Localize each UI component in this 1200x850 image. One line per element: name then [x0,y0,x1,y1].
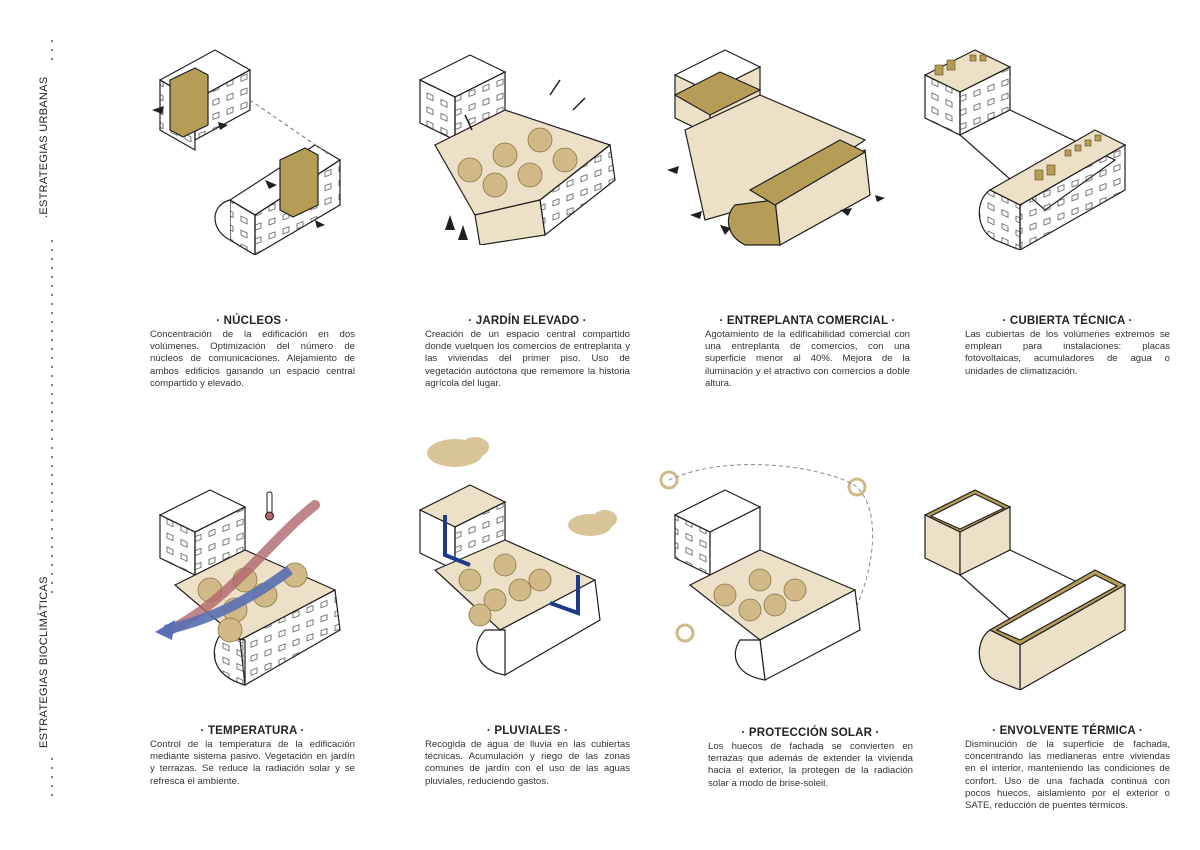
diagram-jardin-elevado [418,54,616,245]
title-entreplanta: ENTREPLANTA COMERCIAL [726,315,889,327]
title-cubierta: CUBIERTA TÉCNICA [1009,315,1126,327]
caption-nucleos-text: Concentración de la edificación en dos v… [150,329,355,389]
caption-pluviales-title: · PLUVIALES · [486,725,569,737]
cloud-icon [427,437,617,536]
title-proteccion: PROTECCIÓN SOLAR [748,727,873,739]
caption-entreplanta-title: · ENTREPLANTA COMERCIAL · [719,315,896,327]
thermometer-icon [266,491,273,515]
dotted-divider-bottom [51,758,53,803]
title-temperatura: TEMPERATURA [207,725,298,737]
caption-entreplanta-text: Agotamiento de la edificabilidad comerci… [705,329,910,389]
caption-cubierta: · CUBIERTA TÉCNICA · Las cubiertas de lo… [965,315,1170,378]
diagram-nucleos [152,49,342,255]
caption-entreplanta: · ENTREPLANTA COMERCIAL · Agotamiento de… [705,315,910,390]
caption-proteccion-text: Los huecos de fachada se convierten en t… [708,741,913,789]
caption-nucleos: · NÚCLEOS · Concentración de la edificac… [150,315,355,390]
caption-proteccion-title: · PROTECCIÓN SOLAR · [741,727,880,739]
diagram-cubierta-tecnica [923,49,1127,250]
dotted-divider-top [51,40,53,67]
caption-jardin-text: Creación de un espacio central compartid… [425,329,630,389]
caption-envolvente: · ENVOLVENTE TÉRMICA · Disminución de la… [965,725,1170,812]
caption-pluviales-text: Recogida de agua de lluvia en las cubier… [425,739,630,787]
caption-temperatura-title: · TEMPERATURA · [200,725,305,737]
section-label-bioclimatic: ESTRATEGIAS BIOCLIMÁTICAS [38,576,50,748]
caption-temperatura-text: Control de la temperatura de la edificac… [150,739,355,787]
title-pluviales: PLUVIALES [494,725,561,737]
caption-proteccion-solar: · PROTECCIÓN SOLAR · Los huecos de facha… [708,727,913,790]
caption-jardin-elevado: · JARDÍN ELEVADO · Creación de un espaci… [425,315,630,390]
caption-cubierta-title: · CUBIERTA TÉCNICA · [1002,315,1133,327]
dotted-divider-middle [51,240,53,600]
caption-temperatura: · TEMPERATURA · Control de la temperatur… [150,725,355,788]
section-label-urban: .ESTRATEGIAS URBANAS [38,76,50,219]
diagram-proteccion-solar [659,464,874,681]
caption-pluviales: · PLUVIALES · Recogida de agua de lluvia… [425,725,630,788]
title-jardin: JARDÍN ELEVADO [475,315,580,327]
sun-icon-2 [847,477,867,497]
sun-icon-3 [675,623,695,643]
diagram-entreplanta-comercial [667,49,885,246]
caption-jardin-title: · JARDÍN ELEVADO · [468,315,587,327]
caption-envolvente-text: Disminución de la superficie de fachada,… [965,739,1170,812]
diagram-pluviales [418,437,617,676]
caption-cubierta-text: Las cubiertas de los volúmenes extremos … [965,329,1170,377]
title-nucleos: NÚCLEOS [223,315,282,327]
diagram-envolvente-termica [923,489,1127,690]
diagram-temperatura [155,489,341,686]
caption-envolvente-title: · ENVOLVENTE TÉRMICA · [992,725,1143,737]
caption-nucleos-title: · NÚCLEOS · [216,315,289,327]
title-envolvente: ENVOLVENTE TÉRMICA [999,725,1136,737]
